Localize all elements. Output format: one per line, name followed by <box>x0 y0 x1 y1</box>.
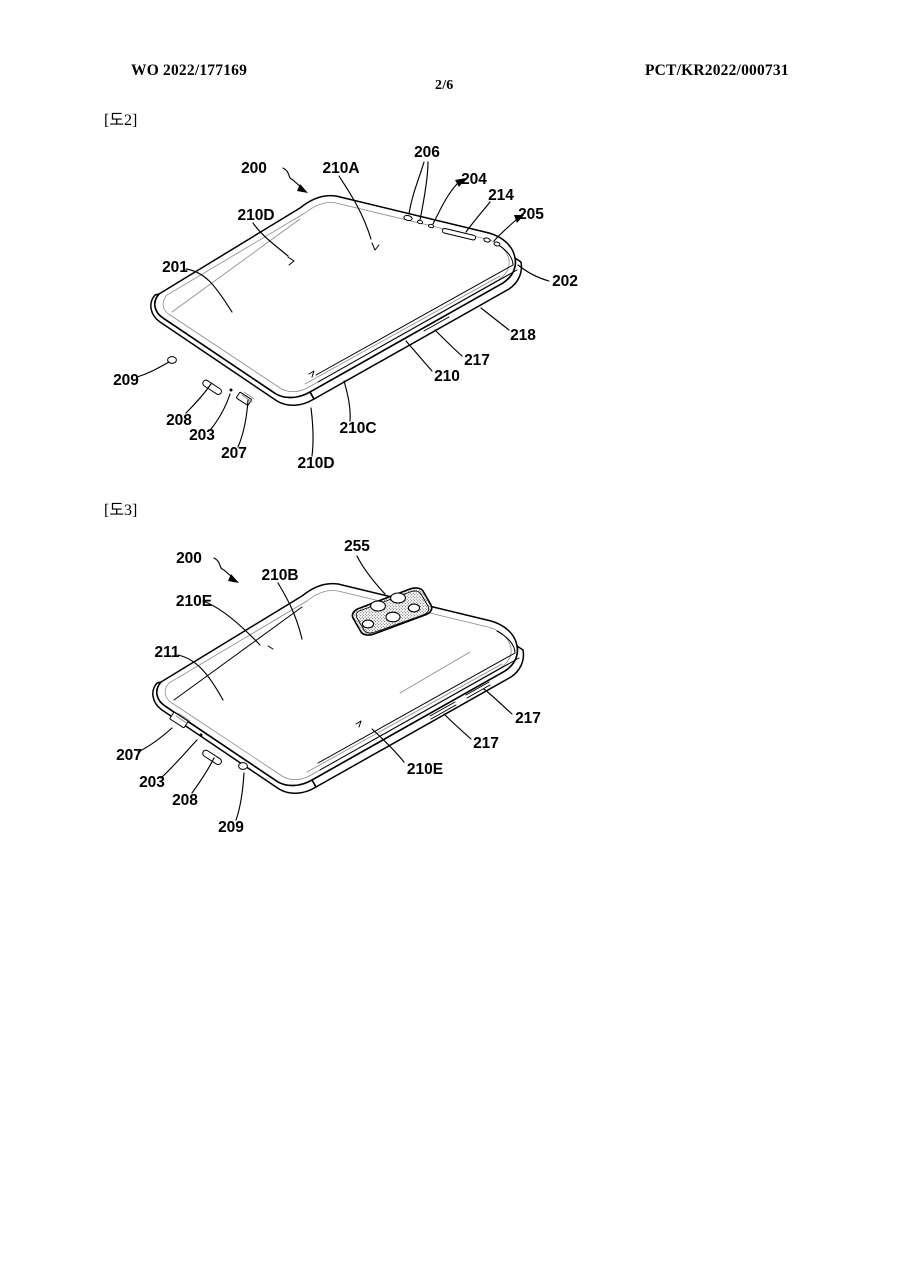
ref-203-fig3: 203 <box>139 774 165 791</box>
ref-217-fig3-b: 217 <box>473 735 499 752</box>
camera-lens-4 <box>385 611 401 623</box>
speaker-grille-207-fig3 <box>169 711 191 729</box>
ref-209-fig2: 209 <box>113 372 139 389</box>
rear-camera-module-255 <box>351 587 433 636</box>
ref-209-fig3: 209 <box>218 819 244 836</box>
ref-255: 255 <box>344 538 370 555</box>
receiver-slot-214 <box>441 227 477 241</box>
figure-3-drawing: 200 255 210B 210E 211 217 217 207 203 20… <box>116 538 541 836</box>
device-front-body <box>150 194 523 406</box>
connector-port-208 <box>202 379 222 395</box>
ref-200-fig2: 200 <box>241 160 267 177</box>
figure-3-label: [도3] <box>104 502 138 519</box>
ref-210E-bot: 210E <box>407 761 443 778</box>
ref-211: 211 <box>154 644 179 661</box>
ref-210E-top: 210E <box>176 593 212 610</box>
publication-number: WO 2022/177169 <box>131 62 248 79</box>
camera-lens-1 <box>390 592 406 604</box>
connector-port-208-fig3 <box>202 749 222 766</box>
microphone-hole-203-fig3 <box>199 733 203 737</box>
ref-200-fig3: 200 <box>176 550 202 567</box>
figure-2-drawing: 200 210A 206 204 214 205 210D 201 202 21… <box>113 144 578 472</box>
sheet-number: 2/6 <box>435 78 454 93</box>
ref-206: 206 <box>414 144 440 161</box>
ref-217-fig2: 217 <box>464 352 490 369</box>
ref-210A: 210A <box>322 160 359 177</box>
application-number: PCT/KR2022/000731 <box>645 62 789 79</box>
ref-208-fig2: 208 <box>166 412 192 429</box>
sensor-opening-205a <box>483 237 491 243</box>
audio-jack-209-fig3 <box>238 762 248 770</box>
figure-3-leaders <box>137 555 513 821</box>
audio-jack-209 <box>167 356 177 364</box>
ref-210C: 210C <box>339 420 376 437</box>
ref-207-fig2: 207 <box>221 445 247 462</box>
camera-lens-2 <box>370 600 386 612</box>
microphone-hole-203 <box>229 388 233 392</box>
ref-207-fig3: 207 <box>116 747 142 764</box>
ref-214: 214 <box>488 187 514 204</box>
sensor-opening-205b <box>493 241 501 247</box>
figure-2-reference-numbers: 200 210A 206 204 214 205 210D 201 202 21… <box>113 144 578 472</box>
camera-opening-206 <box>403 214 413 222</box>
ref-203-fig2: 203 <box>189 427 215 444</box>
ref-210D-top: 210D <box>237 207 274 224</box>
camera-lens-5 <box>361 619 375 629</box>
sensor-opening-204 <box>427 223 435 229</box>
ref-204: 204 <box>461 171 487 188</box>
ref-210B: 210B <box>261 567 298 584</box>
ref-217-fig3-a: 217 <box>515 710 541 727</box>
figure-2-leaders <box>136 161 550 457</box>
figure-3-reference-numbers: 200 255 210B 210E 211 217 217 207 203 20… <box>116 538 541 836</box>
device-rear-body <box>152 582 525 794</box>
ref-205: 205 <box>518 206 544 223</box>
ref-210: 210 <box>434 368 460 385</box>
camera-lens-3 <box>407 603 421 613</box>
ref-208-fig3: 208 <box>172 792 198 809</box>
ref-201: 201 <box>162 259 188 276</box>
figure-2-label: [도2] <box>104 112 138 129</box>
ref-218: 218 <box>510 327 536 344</box>
speaker-grille-207 <box>236 391 255 406</box>
ref-202: 202 <box>552 273 578 290</box>
ref-210D-bot: 210D <box>297 455 334 472</box>
